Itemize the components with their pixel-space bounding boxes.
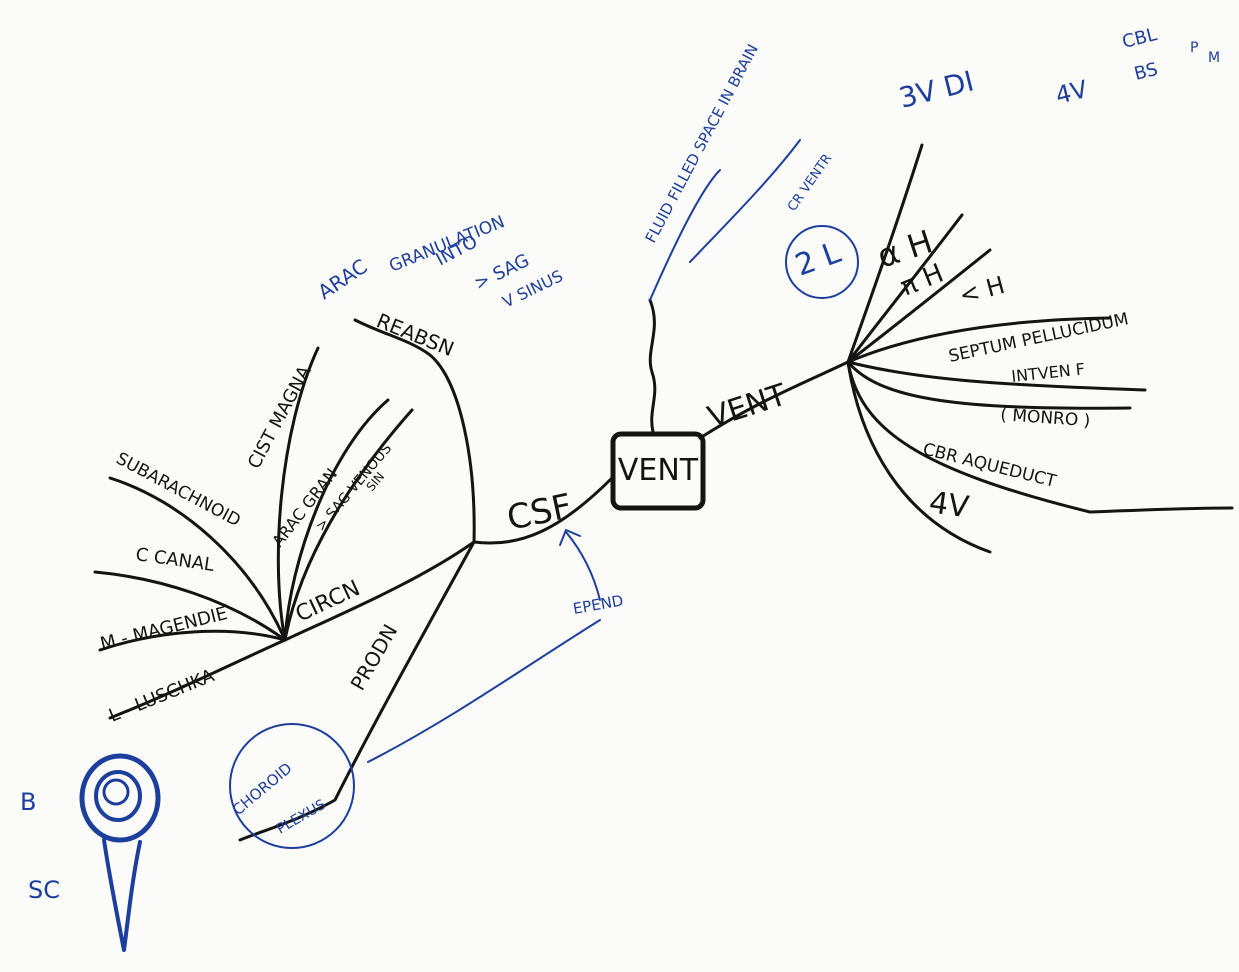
underline-space bbox=[689, 139, 801, 263]
label-magendie: M - MAGENDIE bbox=[98, 603, 230, 655]
branch-fourth bbox=[846, 360, 992, 554]
branch-aqueduct bbox=[846, 360, 1234, 514]
branch-foramen bbox=[846, 360, 1147, 392]
brain-outer bbox=[79, 753, 161, 843]
branch-pi bbox=[846, 213, 964, 364]
branch-magendie bbox=[98, 629, 287, 652]
label-brain: B bbox=[20, 788, 36, 816]
label-reabsn: REABSN bbox=[373, 308, 457, 361]
branch-lat bbox=[846, 143, 924, 364]
spinal-cord bbox=[102, 838, 142, 952]
label-subarach: SUBARACHNOID bbox=[113, 449, 244, 531]
label-inf: < H bbox=[956, 271, 1007, 310]
branch-luschka bbox=[108, 638, 287, 720]
arrow-epend bbox=[565, 531, 601, 601]
note-circled-2l: 2 L bbox=[791, 235, 846, 283]
blue-annotations bbox=[79, 139, 859, 952]
line-choroid-epend bbox=[367, 619, 601, 763]
note-third: 3V DI bbox=[896, 64, 977, 114]
note-cbl: CBL bbox=[1120, 24, 1159, 53]
underline-fluid bbox=[649, 169, 721, 301]
note-reabsn-1: ARAC bbox=[313, 254, 371, 304]
note-epend: EPEND bbox=[572, 591, 625, 618]
branch-cist bbox=[276, 346, 320, 642]
note-fluid: FLUID FILLED SPACE IN BRAIN bbox=[642, 41, 762, 246]
branch-inf bbox=[846, 248, 992, 364]
branch-vent bbox=[698, 360, 850, 440]
branch-canal bbox=[93, 570, 287, 642]
label-septum: SEPTUM PELLUCIDUM bbox=[947, 309, 1130, 367]
black-branches bbox=[93, 143, 1234, 842]
branch-subarach bbox=[108, 476, 287, 642]
label-cist: CIST MAGNA bbox=[244, 362, 316, 472]
note-choroid-2: PLEXUS bbox=[274, 797, 329, 838]
note-choroid-1: CHOROID bbox=[229, 759, 296, 819]
label-foramen: INTVEN F bbox=[1010, 359, 1085, 386]
note-cr-ventr: CR VENTR bbox=[785, 152, 835, 215]
label-fourth: 4V bbox=[927, 485, 972, 525]
branch-prodn bbox=[238, 540, 476, 842]
label-spinal-cord: SC bbox=[28, 876, 60, 904]
note-m: M bbox=[1208, 50, 1220, 66]
branch-monro bbox=[846, 360, 1132, 410]
central-node-box bbox=[610, 431, 706, 511]
branch-arac-gran bbox=[283, 398, 390, 642]
branch-septum bbox=[846, 316, 1112, 364]
label-canal: C CANAL bbox=[134, 544, 215, 576]
branch-sag bbox=[283, 408, 414, 642]
circle-choroid bbox=[229, 723, 355, 849]
branch-fluid-stem bbox=[648, 298, 657, 434]
label-luschka: L - LUSCHKA bbox=[106, 665, 218, 727]
branch-reabsn bbox=[353, 318, 476, 544]
circle-2l bbox=[785, 225, 859, 299]
central-node-label: VENT bbox=[618, 453, 699, 488]
note-p: P bbox=[1190, 40, 1198, 56]
brain-mid bbox=[94, 770, 142, 822]
note-fourth: 4V bbox=[1053, 75, 1091, 110]
brain-core bbox=[102, 778, 130, 806]
note-bs: BS bbox=[1132, 59, 1160, 85]
label-prodn: PRODN bbox=[346, 620, 403, 694]
label-vent: VENT bbox=[704, 377, 792, 435]
branch-circn bbox=[283, 540, 476, 642]
arrow-head bbox=[559, 529, 581, 546]
branch-csf bbox=[472, 476, 614, 545]
